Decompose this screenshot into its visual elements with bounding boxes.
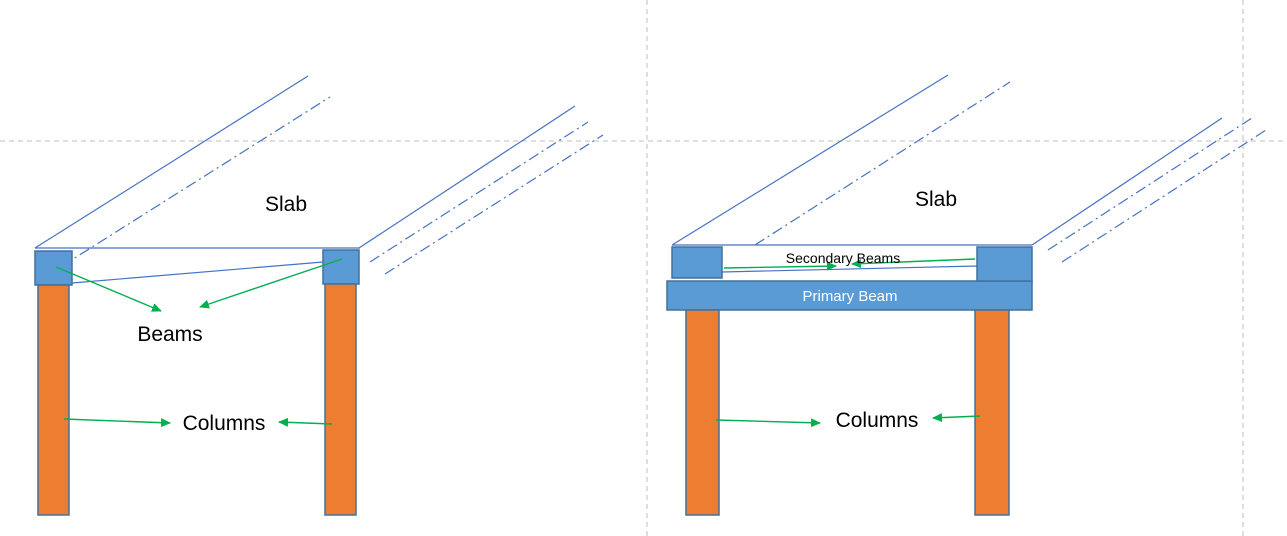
left-slab-right-edge (358, 105, 576, 249)
secondary-beam-bottom-edge (721, 265, 978, 273)
columns-arrow-right (278, 417, 333, 427)
right-slab-centerline (754, 81, 1011, 246)
beams-arrow-right (199, 258, 343, 309)
right-diagram: Slab Secondary Beams Primary Beam Column… (666, 74, 1267, 516)
right-columns-label: Columns (836, 409, 919, 432)
right-columns-arrow-right (932, 413, 981, 423)
right-slab-label: Slab (915, 188, 957, 211)
right-columns-arrow-left (715, 418, 821, 428)
left-slab-centerline-right-2 (384, 134, 604, 275)
left-beam-right (322, 249, 360, 285)
right-slab-centerline-right-2 (1061, 129, 1267, 263)
right-column-left (685, 309, 720, 516)
right-slab-centerline-right-1 (1047, 117, 1253, 251)
secondary-beams-arrow-left (723, 261, 837, 271)
left-slab-centerline-right-1 (369, 121, 589, 263)
left-columns-label: Columns (183, 412, 266, 435)
right-slab-left-edge (671, 74, 949, 246)
primary-beam (666, 280, 1033, 311)
beams-arrow-left (55, 266, 162, 312)
secondary-beams-arrow-right (851, 258, 976, 269)
left-column-left (37, 284, 70, 516)
right-beam-right (976, 246, 1033, 282)
left-beams-label: Beams (137, 323, 202, 346)
secondary-beams-label: Secondary Beams (786, 250, 900, 266)
right-column-right (974, 309, 1010, 516)
primary-beam-label: Primary Beam (802, 288, 897, 305)
left-slab-underside-edge (71, 261, 324, 284)
left-diagram: Slab Beams Columns (34, 75, 604, 516)
left-beam-left (34, 250, 73, 286)
right-slab-right-edge (1031, 117, 1223, 246)
left-slab-left-edge (34, 75, 309, 249)
left-slab-centerline (61, 96, 331, 267)
left-slab-label: Slab (265, 193, 307, 216)
columns-arrow-left (63, 418, 171, 428)
left-column-right (324, 283, 357, 516)
right-beam-left (671, 246, 723, 279)
